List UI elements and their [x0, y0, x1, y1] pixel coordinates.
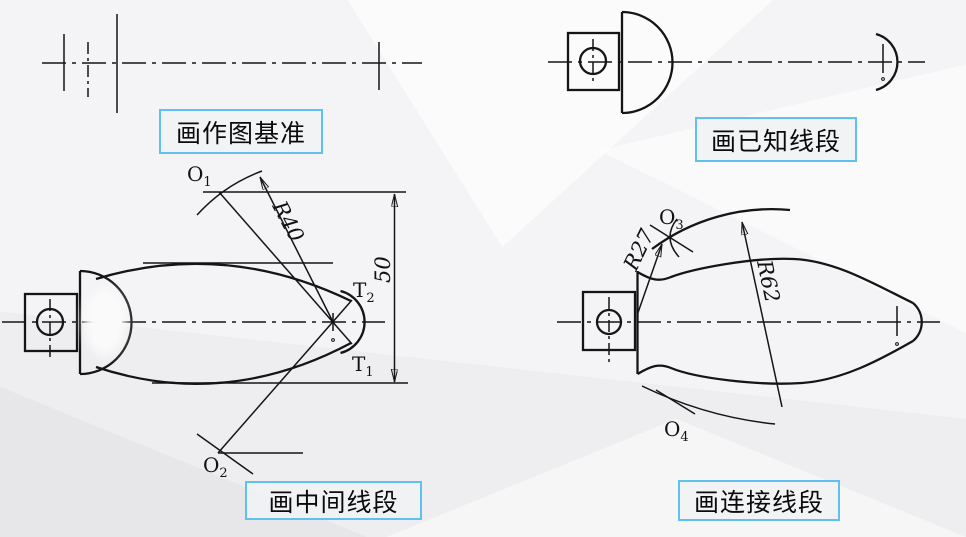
tip-arc — [875, 32, 899, 92]
r40-dimension-line — [259, 176, 334, 323]
r62-construction-arc — [651, 208, 791, 250]
boss-square — [566, 31, 621, 92]
o1-construction-arc — [196, 170, 263, 216]
label-t2: T2 — [353, 278, 375, 306]
step-label-text: 画作图基准 — [175, 119, 306, 148]
o3-cross-arc — [669, 218, 680, 258]
o1-t1-radius-line — [218, 191, 353, 345]
o4-cross-line — [655, 389, 696, 415]
outline-top — [636, 257, 914, 305]
handle-tip-arc — [340, 289, 366, 355]
label-t1: T1 — [352, 352, 374, 380]
figure-datum — [42, 14, 422, 113]
label-o2: O2 — [203, 453, 228, 481]
step-label-datum: 画作图基准 — [159, 109, 323, 154]
figure-middle: O1 O2 T2 T1 R40 50 — [2, 162, 408, 481]
figure-known — [548, 10, 925, 115]
label-o4: O4 — [664, 417, 689, 445]
label-o1: O1 — [187, 162, 212, 190]
o2-t2-radius-line — [217, 299, 353, 454]
o4-construction-arc — [641, 385, 776, 425]
tip-center-dot — [881, 77, 885, 81]
tip-center-dot — [895, 342, 899, 346]
label-o3: O3 — [659, 205, 684, 233]
r62-dimension-line — [742, 222, 783, 408]
label-r62: R62 — [752, 257, 785, 305]
step-label-text: 画中间线段 — [268, 488, 399, 517]
step-label-text: 画连接线段 — [693, 488, 824, 517]
o2-cross-line — [196, 433, 254, 475]
step-label-text: 画已知线段 — [710, 127, 841, 156]
handle-tip-arc — [912, 302, 923, 342]
figure-connect: O3 O4 R27 R62 — [557, 205, 940, 445]
head-semicircle-arc — [621, 10, 674, 115]
handle-top-arc-r40 — [95, 262, 352, 303]
o3-cross-line — [649, 224, 694, 253]
label-50: 50 — [371, 256, 395, 283]
step-label-middle: 画中间线段 — [245, 481, 422, 520]
tangent-center-dot — [331, 338, 335, 342]
step-label-known: 画已知线段 — [695, 117, 857, 162]
background-highlight — [84, 288, 126, 356]
handle-bottom-arc-r40 — [95, 341, 352, 385]
step-label-connect: 画连接线段 — [678, 480, 840, 521]
r27-dimension-line — [636, 244, 663, 315]
boss-hole-circle — [595, 308, 623, 336]
outline-bottom — [636, 340, 914, 385]
boss-square — [23, 292, 79, 353]
